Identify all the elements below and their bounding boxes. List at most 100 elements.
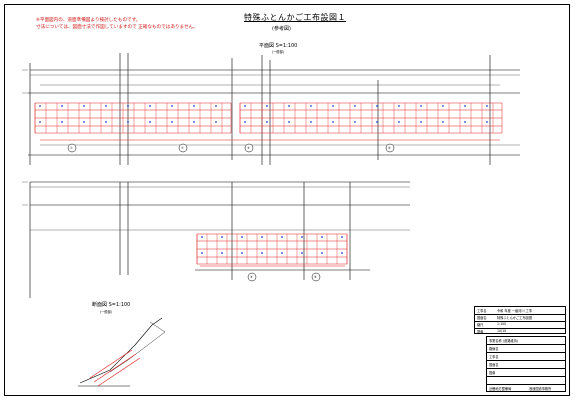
tb-org-left: 近畿地方整備局 xyxy=(489,387,512,391)
anchor-point xyxy=(127,105,129,107)
plan-sub-label: (一般部) xyxy=(272,50,285,54)
anchor-point xyxy=(288,121,290,123)
tb-val-4: 10/10 xyxy=(497,329,507,333)
section-marker-4: ④ xyxy=(388,146,391,150)
anchor-point xyxy=(241,236,243,238)
anchor-point xyxy=(354,121,356,123)
tb-key-3: 縮尺 xyxy=(477,323,484,327)
section-label: 断面図 S=1:100 xyxy=(92,302,131,308)
section-marker-2: ② xyxy=(181,146,184,150)
section-marker-3: ③ xyxy=(247,146,250,150)
anchor-point xyxy=(332,121,334,123)
tb-lower-header: 事業名称 (道路維持) xyxy=(489,339,518,343)
tb-lower-row-4: 図番 xyxy=(489,371,496,375)
anchor-point xyxy=(266,121,268,123)
anchor-point xyxy=(281,236,283,238)
drawing-title: 特殊ふとんかご工布設図１ xyxy=(244,13,346,22)
anchor-point xyxy=(420,121,422,123)
anchor-point xyxy=(321,236,323,238)
anchor-point xyxy=(398,121,400,123)
anchor-point xyxy=(105,121,107,123)
anchor-point xyxy=(310,121,312,123)
drawing-subtitle: (参考図) xyxy=(272,26,291,32)
anchor-point xyxy=(301,252,303,254)
anchor-point xyxy=(341,236,343,238)
anchor-point xyxy=(193,121,195,123)
lower-anchor-points xyxy=(201,236,343,254)
anchor-point xyxy=(310,105,312,107)
anchor-point xyxy=(39,121,41,123)
lower-plan xyxy=(29,181,410,298)
section-marker-5: ⑤ xyxy=(250,275,253,279)
tb-lower-row-1: 路線名 xyxy=(489,347,499,351)
note-line-2: 寸法については、図面寸法で作図していますので 正確なものではありません。 xyxy=(36,25,198,30)
upper-anchor-points xyxy=(39,105,488,123)
anchor-point xyxy=(281,252,283,254)
anchor-point xyxy=(464,121,466,123)
anchor-point xyxy=(244,121,246,123)
anchor-point xyxy=(105,105,107,107)
anchor-point xyxy=(201,252,203,254)
anchor-point xyxy=(442,121,444,123)
tb-val-3: 1:100 xyxy=(497,322,507,326)
tb-key-1: 工事名 xyxy=(477,309,487,313)
anchor-point xyxy=(149,105,151,107)
anchor-point xyxy=(171,105,173,107)
title-block-lower: 事業名称 (道路維持) 路線名 工事名 図面名 図番 近畿地方整備局 浪速国道事… xyxy=(486,336,566,392)
anchor-point xyxy=(301,236,303,238)
drawing-sheet xyxy=(4,4,570,396)
plan-label: 平面図 S=1:100 xyxy=(259,43,298,49)
anchor-point xyxy=(83,121,85,123)
anchor-point xyxy=(215,121,217,123)
anchor-point xyxy=(332,105,334,107)
anchor-point xyxy=(398,105,400,107)
anchor-point xyxy=(341,252,343,254)
anchor-point xyxy=(288,105,290,107)
anchor-point xyxy=(442,105,444,107)
anchor-point xyxy=(486,121,488,123)
lower-gabion-grid xyxy=(196,233,348,267)
section-sub-label: (一般部) xyxy=(100,310,113,314)
anchor-point xyxy=(420,105,422,107)
cross-section xyxy=(78,317,166,387)
anchor-point xyxy=(221,252,223,254)
anchor-point xyxy=(149,121,151,123)
anchor-point xyxy=(376,105,378,107)
tb-val-1: 令和 年度 一級河川 工事 xyxy=(497,309,532,313)
tb-key-4: 図番 xyxy=(477,330,484,334)
anchor-point xyxy=(127,121,129,123)
anchor-point xyxy=(354,105,356,107)
anchor-point xyxy=(321,252,323,254)
anchor-point xyxy=(376,121,378,123)
anchor-point xyxy=(39,105,41,107)
anchor-point xyxy=(261,236,263,238)
upper-gabion-grid xyxy=(34,102,503,141)
anchor-point xyxy=(83,105,85,107)
anchor-point xyxy=(171,121,173,123)
anchor-point xyxy=(486,105,488,107)
upper-section-markers xyxy=(67,143,395,153)
tb-val-2: 特殊ふとんかご工布設図 xyxy=(497,316,533,320)
upper-plan xyxy=(28,53,520,165)
anchor-point xyxy=(221,236,223,238)
anchor-point xyxy=(215,105,217,107)
section-marker-6: ⑥ xyxy=(314,275,317,279)
anchor-point xyxy=(241,252,243,254)
anchor-point xyxy=(61,105,63,107)
lower-grid-verticals xyxy=(196,234,348,264)
anchor-point xyxy=(464,105,466,107)
lower-section-markers xyxy=(247,272,321,282)
section-marker-1: ① xyxy=(70,146,73,150)
upper-grid-verticals xyxy=(34,103,494,133)
tb-lower-row-2: 工事名 xyxy=(489,355,499,359)
title-block-upper: 工事名 令和 年度 一級河川 工事 図面名 特殊ふとんかご工布設図 縮尺 1:1… xyxy=(474,306,566,334)
tb-org-right: 浪速国道事務所 xyxy=(529,387,552,391)
anchor-point xyxy=(201,236,203,238)
note-line-1: ※平面図内の、道面準備図より検討したものです。 xyxy=(36,18,141,23)
anchor-point xyxy=(266,105,268,107)
cross-section-gabion xyxy=(89,349,141,387)
anchor-point xyxy=(244,105,246,107)
hatch-ticks xyxy=(22,69,28,206)
tb-key-2: 図面名 xyxy=(477,316,487,320)
